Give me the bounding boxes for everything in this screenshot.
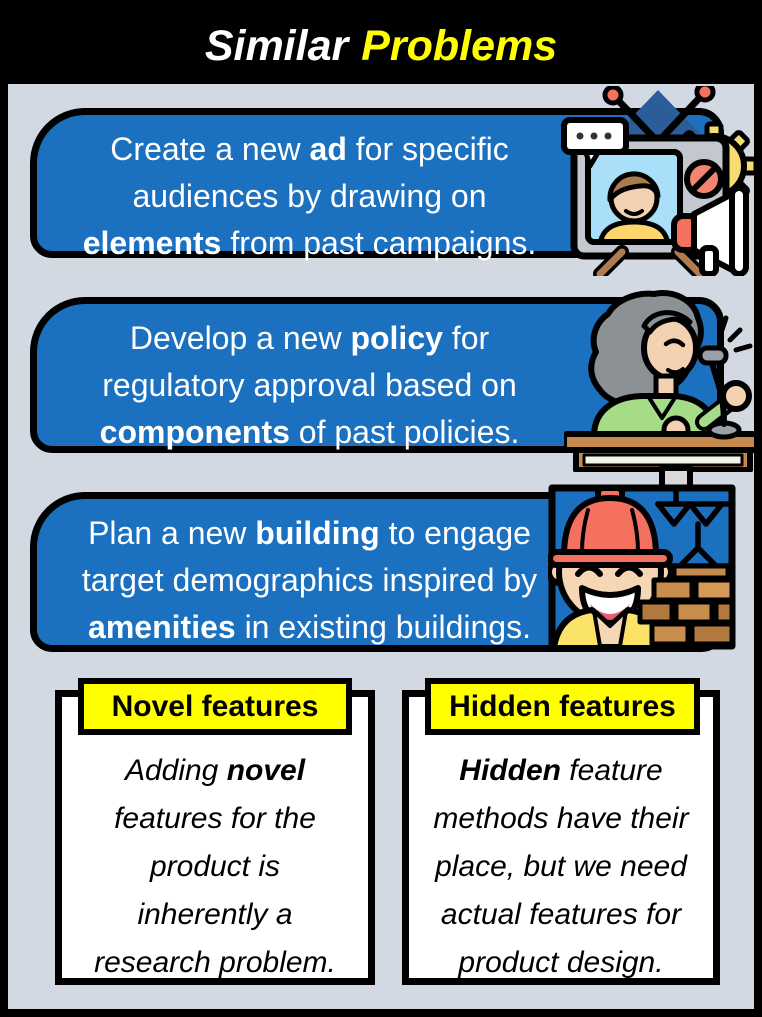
tv-ad-campaign-icon — [561, 86, 754, 276]
banner-line: Develop a new policy for — [129, 320, 490, 356]
banner-ad-campaign-text: Create a new ad for specific audiences b… — [37, 115, 717, 267]
banner-policy-text: Develop a new policy for regulatory appr… — [37, 304, 717, 456]
banner-line: Plan a new building to engage — [88, 515, 531, 551]
novel-features-box: Adding novel features for the product is… — [55, 690, 375, 985]
person-on-screen — [597, 171, 671, 239]
banner-line: Create a new ad for specific — [110, 131, 509, 167]
body-line: place, but we need — [435, 850, 687, 883]
body-line: features for the — [114, 802, 316, 835]
tripod-legs — [593, 245, 707, 276]
novel-features-header-label: Novel features — [111, 689, 319, 723]
speech-bubble-icon — [561, 117, 629, 169]
body-line: actual features for — [440, 898, 682, 931]
title-word-similar: Similar — [204, 21, 349, 70]
banner-line: elements from past campaigns. — [82, 225, 537, 261]
megaphone-icon — [671, 185, 749, 276]
policy-spokesperson-icon — [564, 290, 754, 472]
body-line: methods have their — [433, 802, 689, 835]
speech-emphasis-marks — [719, 315, 753, 353]
banner-line: regulatory approval based on — [102, 367, 517, 403]
banner-line: components of past policies. — [99, 414, 520, 450]
hard-hat-icon — [561, 495, 659, 559]
body-line: research problem. — [94, 946, 336, 979]
crane-load-plank — [671, 563, 731, 581]
brick-wall-icon — [637, 577, 735, 647]
novel-features-body: Adding novel features for the product is… — [62, 747, 368, 987]
body-line: product is — [149, 850, 281, 883]
body-line: product design. — [458, 946, 664, 979]
title-band: Similar Problems — [8, 8, 754, 84]
construction-worker-icon — [548, 466, 736, 651]
antenna-shadow — [606, 90, 710, 144]
title-word-problems: Problems — [361, 21, 558, 70]
body-line: Adding novel — [124, 754, 306, 787]
microphone-icon — [697, 315, 753, 440]
banner-building-text: Plan a new building to engage target dem… — [37, 499, 717, 651]
desk — [564, 431, 754, 472]
banner-line: target demographics inspired by — [81, 562, 538, 598]
body-line: inherently a — [137, 898, 293, 931]
hidden-features-header-label: Hidden features — [449, 689, 676, 723]
novel-features-header: Novel features — [78, 678, 352, 735]
banner-line: audiences by drawing on — [132, 178, 487, 214]
hidden-features-body: Hidden feature methods have their place,… — [409, 747, 713, 987]
hidden-features-box: Hidden feature methods have their place,… — [402, 690, 720, 985]
hidden-features-header: Hidden features — [425, 678, 700, 735]
body-line: Hidden feature — [459, 754, 663, 787]
banner-line: amenities in existing buildings. — [88, 609, 531, 645]
